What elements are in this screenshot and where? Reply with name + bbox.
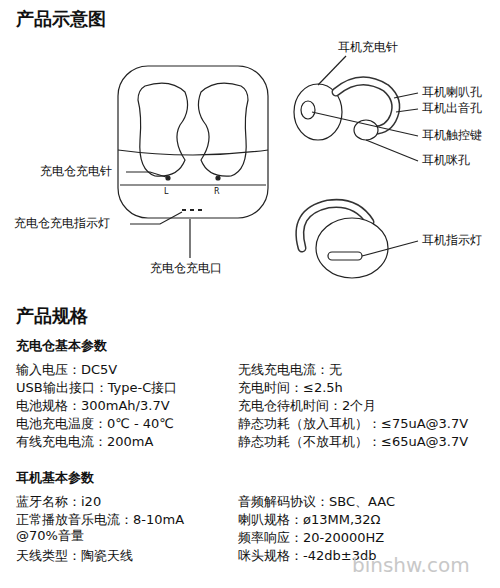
part-label: 充电仓充电针 [40,164,112,179]
part-label: 耳机指示灯 [422,233,482,248]
earbud-body [316,218,388,278]
spec-item: 正常播放音乐电流：8-10mA @70%音量 [16,512,221,545]
leader-line [318,56,346,85]
left-cavity [138,83,188,176]
part-label: 耳机咪孔 [422,153,470,168]
indicator-dot [198,209,202,211]
case-pin [166,176,170,180]
part-label: 充电仓充电指示灯 [14,216,110,231]
leader-line [126,172,166,177]
watermark: binshw.com [352,553,470,578]
touch-key [301,101,315,119]
spec-item: 静态功耗（放入耳机）：≤75uA@3.7V [238,416,468,432]
leader-line [362,241,418,256]
spec-item: 充电时间：≤2.5h [238,380,343,396]
spec-item: 频率响应：20-20000HZ [238,530,384,546]
spec-item: 蓝牙名称：i20 [16,494,101,510]
case-band [120,184,266,185]
right-cavity [198,83,248,176]
indicator-dot [190,209,194,211]
spec-item: 充电仓待机时间：2个月 [238,398,376,414]
spec-item: 输入电压：DC5V [16,362,117,378]
spec-item: 静态功耗（不放耳机）：≤65uA@3.7V [238,434,468,450]
side-mark: R [214,187,220,197]
group-heading: 充电仓基本参数 [16,338,107,354]
spec-item: 喇叭规格：ø13MM,32Ω [238,512,381,528]
part-label: 充电仓充电口 [150,261,222,276]
spec-item: 电池规格：300mAh/3.7V [16,398,170,414]
leader-line [130,212,182,224]
side-mark: L [164,187,168,197]
indicator-light [328,252,362,260]
indicator-dot [182,209,186,211]
leader-line [366,140,418,161]
spec-item: 电池充电温度：0℃ - 40℃ [16,416,174,432]
section-heading: 产品规格 [16,305,88,328]
group-heading: 耳机基本参数 [16,470,94,486]
section-heading: 产品示意图 [16,8,106,31]
part-label: 耳机充电针 [338,40,398,55]
leader-line [396,109,418,112]
spec-item: USB输出接口：Type-C接口 [16,380,177,396]
case-outline [118,66,268,218]
part-label: 耳机触控键 [422,128,482,143]
part-label: 耳机出音孔 [422,101,482,116]
spec-item: 有线充电电流：200mA [16,434,153,450]
speaker-ball [354,120,378,140]
leader-line [189,219,190,258]
leader-line [312,112,418,136]
leader-line [394,93,418,98]
spec-item: 天线类型：陶瓷天线 [16,548,133,564]
spec-item: 音频解码协议：SBC、AAC [238,494,395,510]
case-pin [216,176,220,180]
part-label: 耳机喇叭孔 [422,85,482,100]
spec-item: 无线充电电流：无 [238,362,342,378]
